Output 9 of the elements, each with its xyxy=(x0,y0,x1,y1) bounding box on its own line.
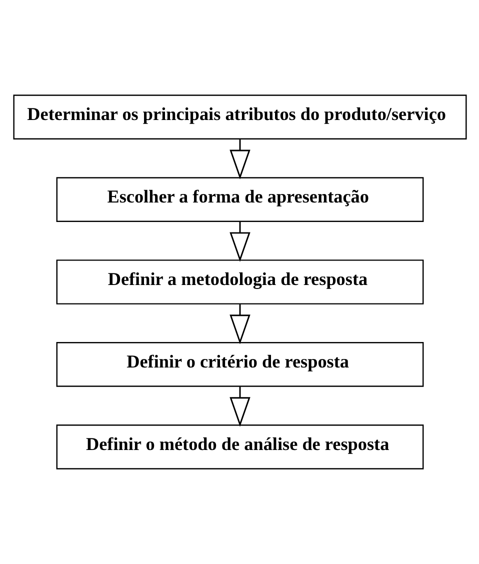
arrow xyxy=(229,222,250,262)
arrow xyxy=(229,304,250,344)
node-box: Definir a metodologia de resposta xyxy=(56,260,424,304)
arrow xyxy=(229,139,250,180)
arrow xyxy=(229,386,250,427)
node-box: Escolher a forma de apresentação xyxy=(56,177,424,222)
node-box: Definir o critério de resposta xyxy=(56,342,424,387)
node-box: Definir o método de análise de resposta xyxy=(56,424,424,470)
node-box: Determinar os principais atributos do produto/serviço xyxy=(12,94,466,140)
